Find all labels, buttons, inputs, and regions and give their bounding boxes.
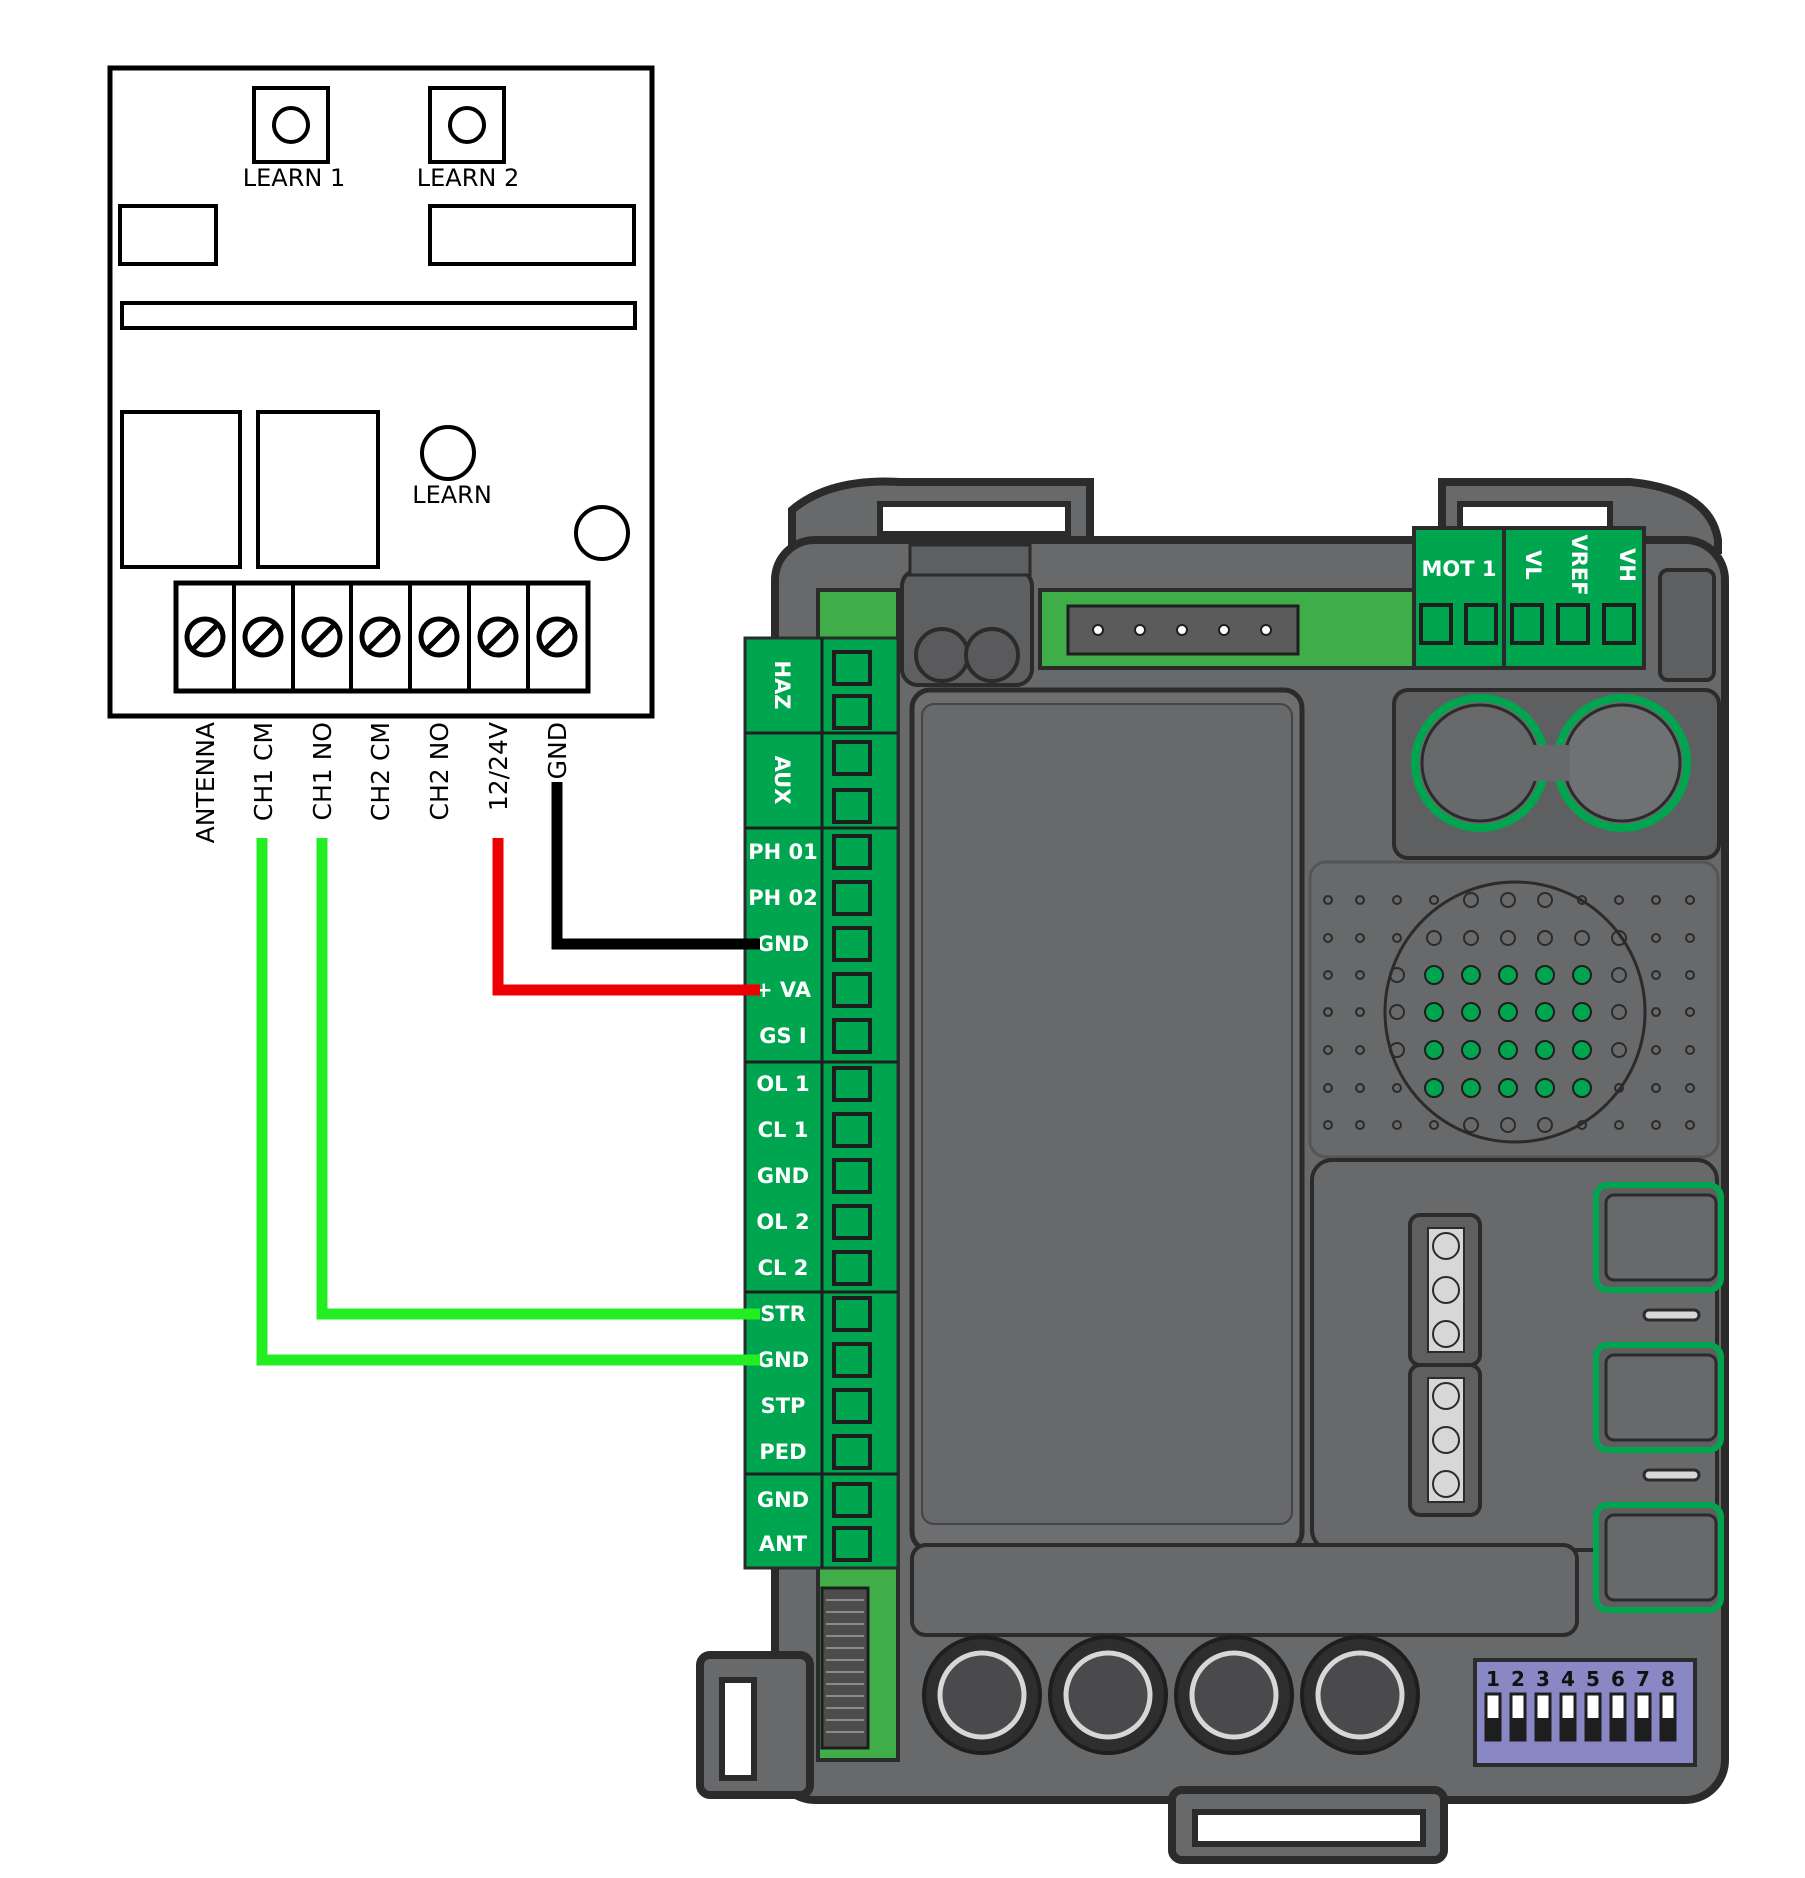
- receiver-terminal-label: 12/24V: [484, 722, 513, 811]
- controller-terminal-label: STR: [760, 1302, 806, 1326]
- dip-number: 7: [1636, 1667, 1650, 1691]
- learn2-label: LEARN 2: [417, 164, 519, 192]
- controller-terminal-label: CL 1: [758, 1118, 809, 1142]
- controller-terminal-label: OL 1: [756, 1072, 809, 1096]
- controller-terminal-label: CL 2: [758, 1256, 809, 1280]
- controller-terminal-label: + VA: [755, 978, 812, 1002]
- controller-terminal-label: PH 01: [748, 840, 818, 864]
- dip-number: 3: [1536, 1667, 1550, 1691]
- controller-terminal-label: PED: [759, 1440, 806, 1464]
- vl-label: VL: [1521, 550, 1545, 580]
- mot1-label: MOT 1: [1422, 557, 1497, 581]
- buzzer-grid: [1308, 860, 1720, 1159]
- receiver-terminal-label: ANTENNA: [191, 722, 220, 843]
- controller-terminal-label: GS I: [759, 1024, 807, 1048]
- wire-12-24v: [492, 838, 760, 996]
- dip-number: 8: [1661, 1667, 1675, 1691]
- controller-terminal-label: GND: [757, 1348, 809, 1372]
- receiver-terminal-label: CH1 CM: [249, 722, 278, 821]
- receiver-terminal-label: CH2 CM: [366, 722, 395, 821]
- wire-gnd: [551, 782, 760, 950]
- wires: [256, 782, 760, 1366]
- relay-stack: [1593, 1182, 1724, 1613]
- vref-label: VREF: [1567, 534, 1591, 595]
- receiver-terminal-label: GND: [543, 722, 572, 779]
- status-led: [574, 505, 630, 561]
- controller-terminal-label: GND: [757, 1164, 809, 1188]
- learn-label: LEARN: [412, 481, 492, 509]
- dip-number: 5: [1586, 1667, 1600, 1691]
- learn1-label: LEARN 1: [243, 164, 345, 192]
- vh-label: VH: [1615, 548, 1639, 582]
- aux-label: AUX: [770, 756, 794, 805]
- controller-board: MOT 1 VL VREF VH: [696, 477, 1729, 1864]
- controller-terminal-label: GND: [757, 1488, 809, 1512]
- receiver-terminal-label: CH1 NO: [308, 722, 337, 821]
- led-column-top: [1408, 1213, 1482, 1367]
- dip-number: 6: [1611, 1667, 1625, 1691]
- dip-number: 4: [1561, 1667, 1575, 1691]
- learn2-button: [428, 86, 506, 164]
- terminal-strip: PH 01 PH 02 GND + VA GS I OL 1 CL 1 GND OL 2 CL 2…: [743, 636, 900, 1570]
- learn1-button: [252, 86, 330, 164]
- receiver-terminal-label: CH2 NO: [425, 722, 454, 821]
- push-buttons: [922, 1635, 1420, 1755]
- wire-ch1-cm: [256, 838, 760, 1366]
- learn-button: [420, 425, 476, 481]
- receiver-module: LEARN 1 LEARN 2 LEARN ANTENNA CH1 CM CH1 N…: [107, 65, 655, 843]
- screw-terminals: [173, 580, 591, 694]
- haz-label: HAZ: [770, 660, 794, 709]
- motor-terminal-block: MOT 1 VL VREF VH: [1412, 526, 1646, 670]
- controller-terminal-label: ANT: [759, 1532, 808, 1556]
- controller-terminal-label: GND: [757, 932, 809, 956]
- controller-terminal-label: OL 2: [756, 1210, 809, 1234]
- controller-terminal-label: STP: [761, 1394, 806, 1418]
- controller-terminal-label: PH 02: [748, 886, 818, 910]
- wire-ch1-no: [316, 838, 760, 1320]
- dip-number: 1: [1486, 1667, 1500, 1691]
- led-column-bottom: [1408, 1363, 1482, 1517]
- pin-header: [826, 1599, 864, 1733]
- dip-number: 2: [1511, 1667, 1525, 1691]
- capacitor-pair: [1392, 688, 1721, 860]
- header-pins: [1092, 624, 1272, 636]
